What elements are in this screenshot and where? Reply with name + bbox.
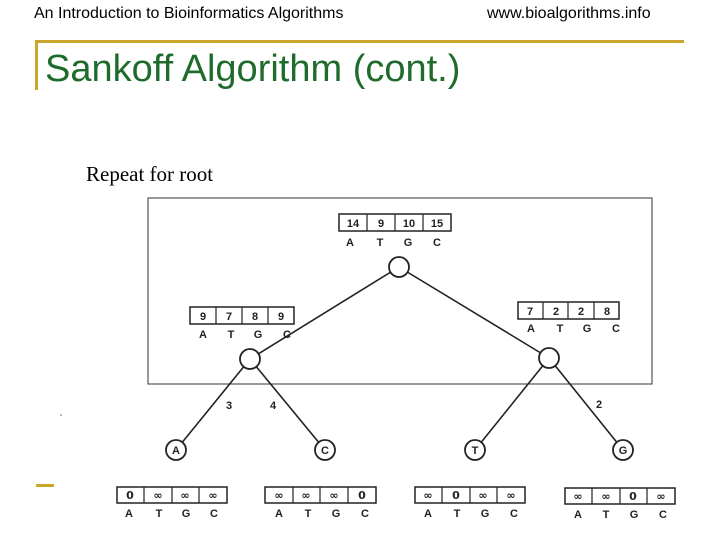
score-cell: 7 xyxy=(527,306,533,318)
edge-label: 4 xyxy=(270,400,277,412)
edge-root-right xyxy=(398,266,550,359)
root-score-table: 14 9 10 15 A T G C xyxy=(338,213,452,249)
score-cell: 0 xyxy=(358,489,366,502)
score-cell: ∞ xyxy=(478,489,487,502)
score-cell: ∞ xyxy=(208,489,217,502)
nucleotide-label: G xyxy=(254,329,263,341)
score-cell: 9 xyxy=(378,218,384,230)
nucleotide-label: T xyxy=(228,329,235,341)
left-internal-score-table: 9 7 8 9 A T G C xyxy=(189,306,295,341)
stray-mark xyxy=(60,414,62,416)
edge-label: 2 xyxy=(596,399,602,411)
nucleotide-label: A xyxy=(574,509,582,521)
score-cell: 7 xyxy=(226,311,232,323)
leaf-score-table-C: ∞ ∞ ∞ 0 A T G C xyxy=(264,486,377,520)
score-cell: ∞ xyxy=(180,489,189,502)
nucleotide-label: C xyxy=(433,237,441,249)
nucleotide-label: A xyxy=(125,508,133,520)
edge-root-left xyxy=(249,266,400,360)
score-cell: ∞ xyxy=(274,489,283,502)
leaf-node-label: C xyxy=(321,445,329,457)
nucleotide-label: A xyxy=(199,329,207,341)
right-internal-score-table: 7 2 2 8 A T G C xyxy=(517,301,620,335)
header-course-title: An Introduction to Bioinformatics Algori… xyxy=(34,5,344,22)
score-cell: ∞ xyxy=(329,489,338,502)
nucleotide-label: T xyxy=(156,508,163,520)
score-cell: 9 xyxy=(200,311,206,323)
edge-label: 3 xyxy=(226,400,232,412)
score-cell: ∞ xyxy=(601,490,610,503)
left-internal-node xyxy=(239,348,261,370)
score-cell: 10 xyxy=(403,218,415,230)
root-highlight-frame xyxy=(147,197,653,385)
score-cell: 0 xyxy=(126,489,134,502)
leaf-node-label: A xyxy=(172,445,180,457)
score-cell: 2 xyxy=(578,306,584,318)
leaf-node xyxy=(464,439,486,461)
nucleotide-label: C xyxy=(361,508,369,520)
nucleotide-label: A xyxy=(275,508,283,520)
bullet-text: Repeat for root xyxy=(86,162,214,186)
score-cell: 0 xyxy=(452,489,460,502)
edge-right-leafG xyxy=(548,357,624,451)
nucleotide-label: C xyxy=(283,329,291,341)
footer-accent-rule xyxy=(36,484,54,487)
nucleotide-label: G xyxy=(630,509,639,521)
score-cell: ∞ xyxy=(423,489,432,502)
nucleotide-label: T xyxy=(557,323,564,335)
score-cell: 2 xyxy=(553,306,559,318)
score-cell: ∞ xyxy=(153,489,162,502)
nucleotide-label: C xyxy=(210,508,218,520)
nucleotide-label: G xyxy=(481,508,490,520)
slide-title: Sankoff Algorithm (cont.) xyxy=(45,48,461,90)
nucleotide-label: G xyxy=(332,508,341,520)
nucleotide-label: G xyxy=(404,237,413,249)
nucleotide-label: A xyxy=(527,323,535,335)
leaf-node xyxy=(612,439,634,461)
edge-left-leafC xyxy=(249,358,326,451)
nucleotide-label: T xyxy=(305,508,312,520)
score-cell: ∞ xyxy=(506,489,515,502)
title-rule-horizontal xyxy=(36,40,684,43)
nucleotide-label: T xyxy=(603,509,610,521)
leaf-node-label: G xyxy=(619,445,628,457)
nucleotide-label: T xyxy=(454,508,461,520)
right-internal-node xyxy=(538,347,560,369)
nucleotide-label: T xyxy=(377,237,384,249)
leaf-score-table-T: ∞ 0 ∞ ∞ A T G C xyxy=(414,486,526,520)
score-cell: 9 xyxy=(278,311,284,323)
edge-right-leafT xyxy=(474,357,550,451)
nucleotide-label: G xyxy=(583,323,592,335)
score-cell: 14 xyxy=(347,218,360,230)
score-cell: 8 xyxy=(252,311,258,323)
nucleotide-label: C xyxy=(659,509,667,521)
score-cell: 0 xyxy=(629,490,637,503)
leaf-node xyxy=(165,439,187,461)
root-node xyxy=(388,256,410,278)
score-cell: 15 xyxy=(431,218,443,230)
leaf-node xyxy=(314,439,336,461)
leaf-node-label: T xyxy=(472,445,479,457)
title-rule-vertical xyxy=(35,40,38,90)
edge-left-leafA xyxy=(175,358,251,451)
score-cell: ∞ xyxy=(573,490,582,503)
leaf-score-table-A: 0 ∞ ∞ ∞ A T G C xyxy=(116,486,228,520)
leaf-score-table-G: ∞ ∞ 0 ∞ A T G C xyxy=(564,487,676,521)
nucleotide-label: G xyxy=(182,508,191,520)
nucleotide-label: A xyxy=(424,508,432,520)
nucleotide-label: C xyxy=(510,508,518,520)
score-cell: ∞ xyxy=(301,489,310,502)
score-cell: 8 xyxy=(604,306,610,318)
score-cell: ∞ xyxy=(656,490,665,503)
header-website: www.bioalgorithms.info xyxy=(487,5,651,22)
nucleotide-label: C xyxy=(612,323,620,335)
nucleotide-label: A xyxy=(346,237,354,249)
